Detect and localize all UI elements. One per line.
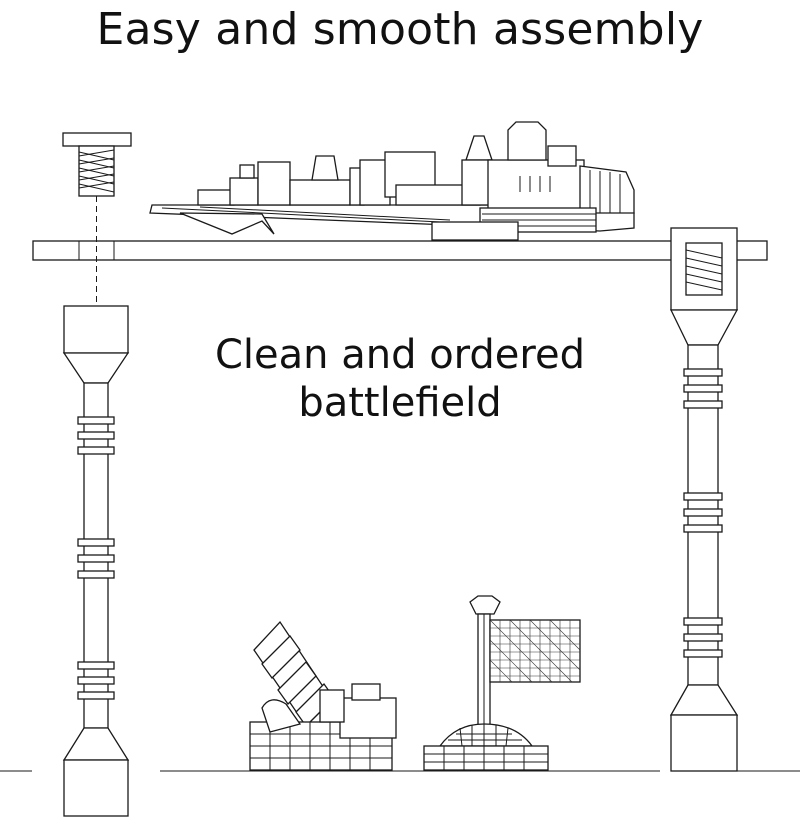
left-column [62,305,130,817]
city-model [149,121,635,241]
loose-screw [62,132,132,306]
caption-line-1: Clean and ordered [215,332,585,378]
catapult-model [249,620,397,771]
page-title: Easy and smooth assembly [96,4,704,55]
caption-line-2: battlefield [298,380,502,426]
caption: Clean and ordered battlefield [190,331,610,427]
flag-model [423,595,581,771]
table-board [32,240,768,261]
right-column [669,227,739,772]
